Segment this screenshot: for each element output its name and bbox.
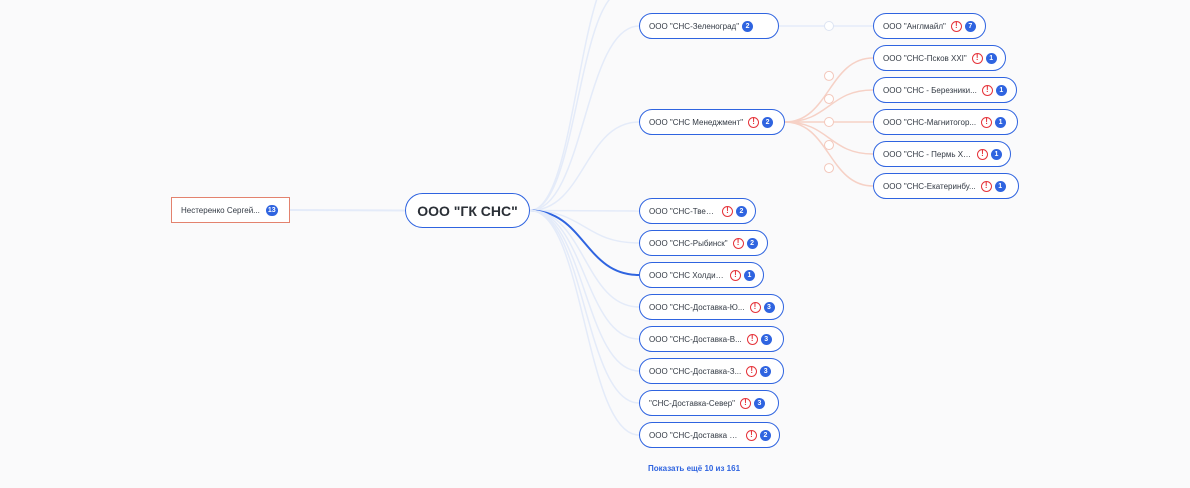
count-badge: 13 bbox=[265, 204, 278, 216]
company-node[interactable]: ООО "СНС-Зеленоград"2 bbox=[639, 13, 779, 39]
count-badge: 2 bbox=[762, 116, 774, 128]
person-link bbox=[289, 209, 406, 212]
node-label: ООО "СНС Менеджмент" bbox=[649, 117, 744, 127]
node-label: ООО "СНС-Рыбинск" bbox=[649, 238, 728, 248]
node-label: ООО "СНС-Доставка 77" bbox=[649, 430, 741, 440]
node-label: ООО "ГК СНС" bbox=[417, 202, 518, 219]
node-label: ООО "СНС - Пермь XXI" bbox=[883, 149, 972, 159]
offscreen-link bbox=[529, 0, 598, 212]
count-badge: 1 bbox=[991, 148, 1002, 160]
node-label: ООО "СНС-Доставка-З... bbox=[649, 366, 742, 376]
grandchild-link bbox=[784, 121, 874, 155]
company-node[interactable]: ООО "СНС-Доставка 77"!2 bbox=[639, 422, 780, 448]
count-badge: 2 bbox=[736, 205, 747, 217]
node-label: Нестеренко Сергей... bbox=[181, 205, 260, 215]
child-link bbox=[529, 209, 640, 372]
warning-icon: ! bbox=[977, 148, 988, 160]
subsidiary-node[interactable]: ООО "СНС - Пермь XXI"!1 bbox=[873, 141, 1011, 167]
subsidiary-node[interactable]: ООО "СНС-Екатеринбу...!1 bbox=[873, 173, 1019, 199]
count-badge: 1 bbox=[995, 116, 1007, 128]
company-node[interactable]: ООО "СНС Менеджмент"!2 bbox=[639, 109, 785, 135]
company-node[interactable]: ООО "СНС-Тверь"!2 bbox=[639, 198, 756, 224]
company-node[interactable]: ООО "СНС Холдинг"!1 bbox=[639, 262, 764, 288]
subsidiary-node[interactable]: ООО "Англмайл"!7 bbox=[873, 13, 986, 39]
warning-icon: ! bbox=[732, 237, 744, 249]
grandchild-link bbox=[784, 89, 874, 123]
company-node[interactable]: ООО "СНС-Рыбинск"!2 bbox=[639, 230, 768, 256]
node-label: ООО "СНС-Доставка-В... bbox=[649, 334, 742, 344]
link-joint bbox=[824, 21, 834, 31]
child-link bbox=[529, 209, 640, 308]
company-node[interactable]: "СНС-Доставка-Север"!3 bbox=[639, 390, 779, 416]
node-label: ООО "СНС-Доставка-Ю... bbox=[649, 302, 745, 312]
node-label: "СНС-Доставка-Север" bbox=[649, 398, 735, 408]
warning-icon: ! bbox=[749, 301, 761, 313]
show-more-link[interactable]: Показать ещё 10 из 161 bbox=[648, 464, 741, 473]
child-link bbox=[529, 121, 640, 212]
warning-icon: ! bbox=[950, 20, 962, 32]
warning-icon: ! bbox=[981, 116, 993, 128]
warning-icon: ! bbox=[730, 269, 741, 281]
offscreen-link bbox=[529, 0, 611, 212]
count-badge: 2 bbox=[760, 429, 771, 441]
warning-icon: ! bbox=[746, 333, 758, 345]
link-joint bbox=[824, 140, 834, 151]
count-badge: 3 bbox=[753, 397, 765, 409]
root-company-node[interactable]: ООО "ГК СНС" bbox=[405, 193, 530, 228]
node-label: ООО "СНС - Березники... bbox=[883, 85, 977, 95]
warning-icon: ! bbox=[722, 205, 733, 217]
child-link bbox=[529, 209, 640, 212]
node-label: ООО "СНС Холдинг" bbox=[649, 270, 725, 280]
count-badge: 1 bbox=[744, 269, 755, 281]
count-badge: 3 bbox=[760, 333, 772, 345]
count-badge: 3 bbox=[763, 301, 775, 313]
link-joint bbox=[824, 117, 834, 127]
grandchild-link bbox=[784, 121, 874, 187]
count-badge: 7 bbox=[964, 20, 976, 32]
count-badge: 1 bbox=[994, 180, 1006, 192]
node-label: ООО "СНС-Екатеринбу... bbox=[883, 181, 976, 191]
grandchild-link bbox=[784, 57, 874, 123]
node-label: ООО "СНС-Тверь" bbox=[649, 206, 717, 216]
child-link bbox=[529, 209, 640, 340]
node-label: ООО "СНС-Псков XXI" bbox=[883, 53, 967, 63]
subsidiary-node[interactable]: ООО "СНС - Березники...!1 bbox=[873, 77, 1017, 103]
node-label: ООО "СНС-Зеленоград" bbox=[649, 21, 740, 31]
child-link bbox=[529, 209, 640, 404]
warning-icon: ! bbox=[980, 180, 992, 192]
subsidiary-node[interactable]: ООО "СНС-Магнитогор...!1 bbox=[873, 109, 1018, 135]
child-link bbox=[529, 25, 640, 212]
link-joint bbox=[824, 93, 834, 104]
child-link bbox=[529, 209, 640, 436]
count-badge: 3 bbox=[760, 365, 772, 377]
count-badge: 1 bbox=[985, 52, 997, 64]
count-badge: 2 bbox=[746, 237, 758, 249]
company-node[interactable]: ООО "СНС-Доставка-В...!3 bbox=[639, 326, 784, 352]
warning-icon: ! bbox=[981, 84, 993, 96]
count-badge: 2 bbox=[742, 20, 754, 32]
person-node[interactable]: Нестеренко Сергей... 13 bbox=[171, 197, 290, 223]
warning-icon: ! bbox=[748, 116, 760, 128]
node-label: ООО "СНС-Магнитогор... bbox=[883, 117, 977, 127]
company-node[interactable]: ООО "СНС-Доставка-Ю...!3 bbox=[639, 294, 784, 320]
warning-icon: ! bbox=[746, 429, 757, 441]
subsidiary-node[interactable]: ООО "СНС-Псков XXI"!1 bbox=[873, 45, 1006, 71]
warning-icon: ! bbox=[971, 52, 983, 64]
link-joint bbox=[824, 70, 834, 81]
link-joint bbox=[824, 163, 834, 174]
company-node[interactable]: ООО "СНС-Доставка-З...!3 bbox=[639, 358, 784, 384]
child-link bbox=[529, 209, 640, 276]
warning-icon: ! bbox=[746, 365, 758, 377]
count-badge: 1 bbox=[995, 84, 1007, 96]
node-label: ООО "Англмайл" bbox=[883, 21, 946, 31]
warning-icon: ! bbox=[739, 397, 751, 409]
